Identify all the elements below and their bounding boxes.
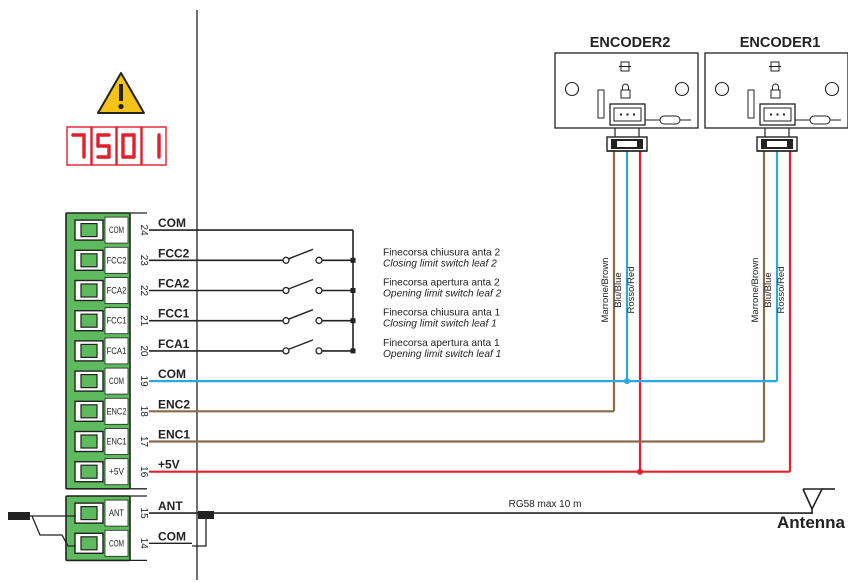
terminal-com: COM 19 COM xyxy=(74,367,186,395)
wire-color-label: Marrone/Brown xyxy=(600,258,611,323)
terminal-number: 19 xyxy=(138,376,149,388)
wires xyxy=(149,151,813,544)
switch-label: Finecorsa apertura anta 1 xyxy=(383,338,500,349)
warning-icon xyxy=(97,72,145,114)
wire-name: FCA1 xyxy=(158,337,190,351)
terminal-plus5v: +5V 16 +5V xyxy=(74,458,180,486)
switch-label: Finecorsa apertura anta 2 xyxy=(383,278,500,289)
terminal-fcc1: FCC1 21 FCC1 xyxy=(74,307,190,335)
terminal-label: FCA1 xyxy=(107,346,127,356)
terminal-fca1: FCA1 20 FCA1 xyxy=(74,337,190,365)
terminal-number: 23 xyxy=(138,255,149,267)
display-digit xyxy=(141,126,167,166)
wire-color-label: Rosso/Red xyxy=(626,267,637,314)
display-digit xyxy=(116,126,142,166)
switch-label: Finecorsa chiusura anta 1 xyxy=(383,308,501,319)
switch-label-en: Opening limit switch leaf 1 xyxy=(383,349,501,360)
wire-name: ENC2 xyxy=(158,397,190,411)
terminal-label: FCC1 xyxy=(107,316,127,326)
terminal-label: ENC1 xyxy=(107,437,127,447)
terminal-enc1: ENC1 17 ENC1 xyxy=(74,428,190,455)
wire-name: +5V xyxy=(158,458,180,472)
wire-name: ANT xyxy=(158,499,183,513)
wire-name: COM xyxy=(158,367,186,381)
terminal-label: ANT xyxy=(109,508,124,518)
terminal-number: 20 xyxy=(138,345,149,357)
antenna-icon xyxy=(802,488,835,514)
display-digit xyxy=(91,126,117,166)
wire-name: ENC1 xyxy=(158,428,190,442)
terminal-number: 17 xyxy=(138,436,149,448)
terminal-number: 14 xyxy=(138,538,149,550)
terminal-label: +5V xyxy=(109,467,124,477)
wire-name: FCC2 xyxy=(158,246,190,260)
terminal-com: COM 14 COM xyxy=(74,529,186,557)
seven-segment-display xyxy=(66,126,167,166)
encoder-title: ENCODER1 xyxy=(740,35,821,51)
switch-label-en: Opening limit switch leaf 2 xyxy=(383,289,502,300)
wire-name: COM xyxy=(158,529,186,543)
terminal-number: 18 xyxy=(138,406,149,418)
switch-label-en: Closing limit switch leaf 1 xyxy=(383,319,497,330)
terminal-label: FCC2 xyxy=(107,255,127,265)
wire-color-label: Blu/Blue xyxy=(613,272,624,307)
antenna-connector xyxy=(192,511,214,547)
wire-name: FCC1 xyxy=(158,307,190,321)
wire-color-label: Marrone/Brown xyxy=(750,258,761,323)
terminal-com: COM 24 COM xyxy=(74,216,186,244)
encoder-title: ENCODER2 xyxy=(590,35,671,51)
cable-label: RG58 max 10 m xyxy=(509,499,582,510)
terminal-fca2: FCA2 22 FCA2 xyxy=(74,277,190,304)
terminal-number: 16 xyxy=(138,466,149,478)
terminal-number: 22 xyxy=(138,285,149,297)
switch-label: Finecorsa chiusura anta 2 xyxy=(383,247,501,258)
antenna-cable-pigtail xyxy=(8,512,76,547)
wire-name: COM xyxy=(158,216,186,230)
terminal-label: COM xyxy=(109,538,124,548)
terminal-enc2: ENC2 18 ENC2 xyxy=(74,397,190,425)
terminal-fcc2: FCC2 23 FCC2 xyxy=(74,246,190,274)
terminal-label: FCA2 xyxy=(107,286,127,296)
wire-name: FCA2 xyxy=(158,277,190,291)
switch-label-en: Closing limit switch leaf 2 xyxy=(383,258,497,269)
terminal-number: 24 xyxy=(138,225,149,237)
wire-color-label: Blu/Blue xyxy=(763,272,774,307)
terminal-ant: ANT 15 ANT xyxy=(74,499,183,527)
terminal-label: COM xyxy=(109,376,124,386)
terminal-label: ENC2 xyxy=(107,406,127,416)
terminal-label: COM xyxy=(109,225,124,235)
display-digit xyxy=(66,126,92,166)
terminal-block-antenna: ANT 15 ANT COM 14 COM xyxy=(65,495,186,562)
terminal-number: 21 xyxy=(138,315,149,327)
terminal-number: 15 xyxy=(138,508,149,520)
wire-color-label: Rosso/Red xyxy=(776,267,787,314)
antenna-label: Antenna xyxy=(777,513,846,532)
